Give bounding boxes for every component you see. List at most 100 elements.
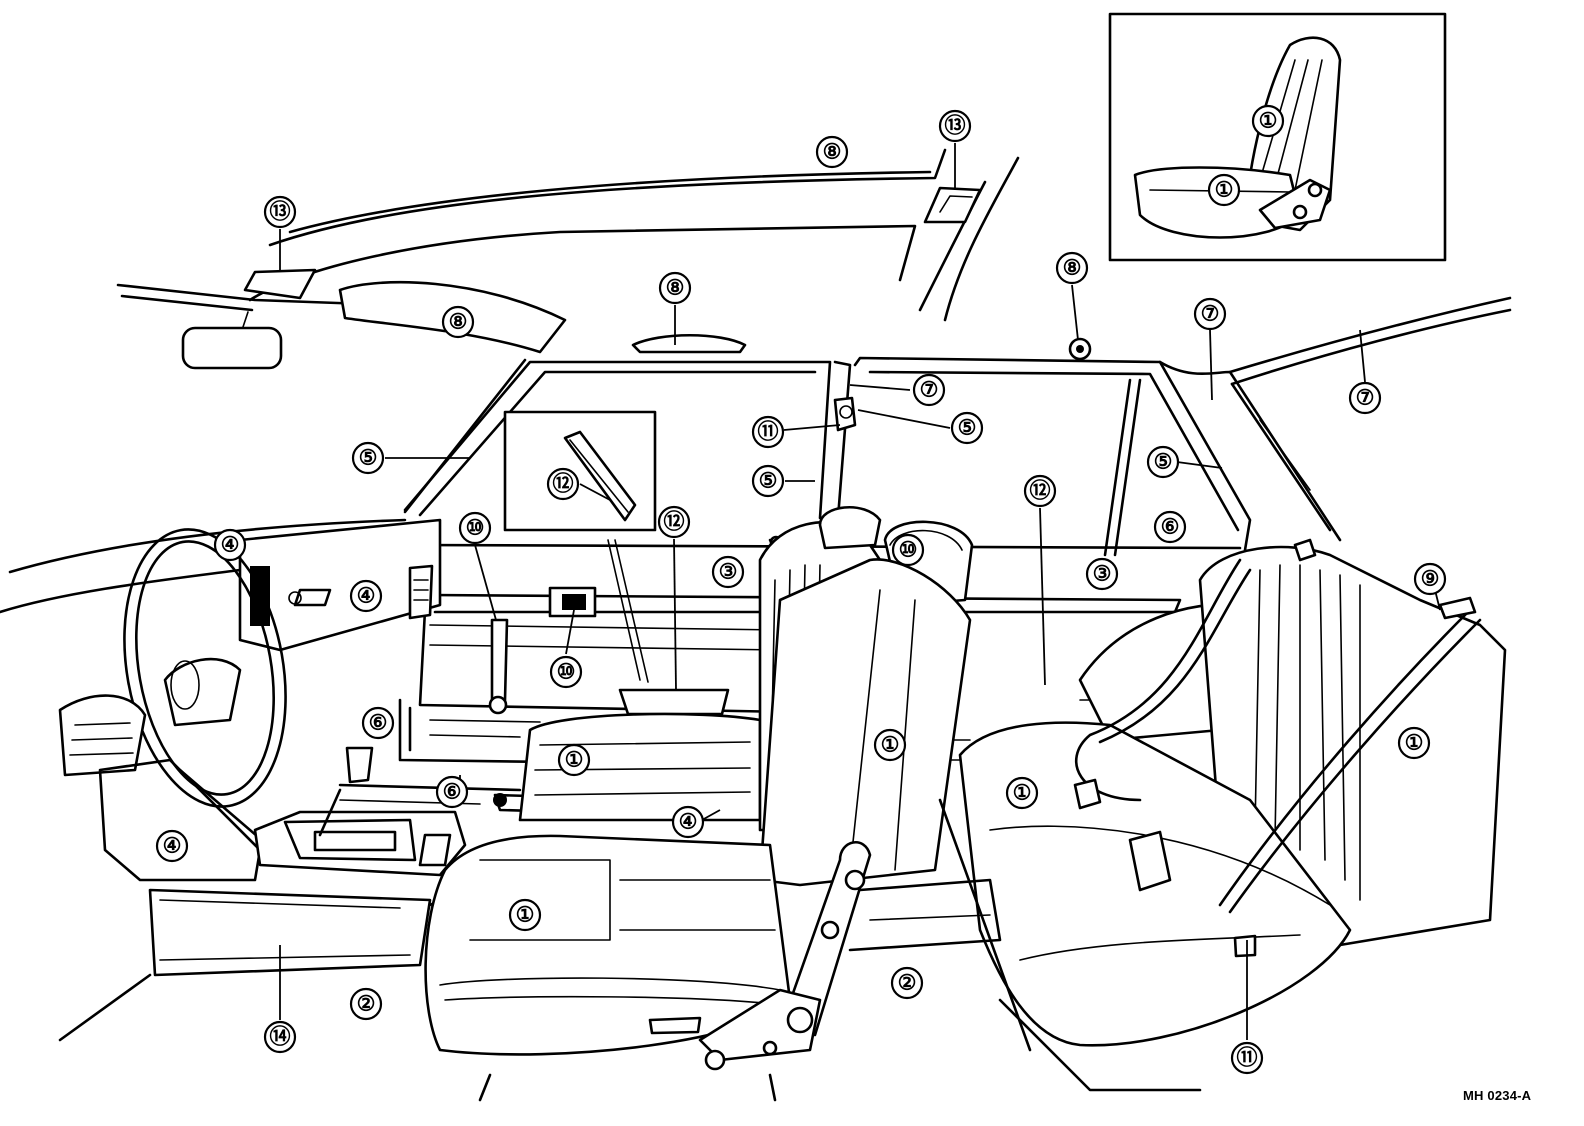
callout-7-roof-rail: ⑦: [1193, 297, 1227, 331]
svg-text:⑥: ⑥: [443, 781, 462, 804]
callout-4-instrument-panel-upper: ④: [213, 528, 247, 562]
callout-1-rear-cushion: ①: [1005, 776, 1039, 810]
front-seat-cushion-rear: [518, 712, 762, 822]
svg-text:①: ①: [516, 904, 535, 927]
room-lamp-rear: [923, 186, 982, 224]
callout-13-room-lamp-rear: ⑬: [938, 109, 972, 143]
svg-text:⑦: ⑦: [1356, 387, 1375, 410]
svg-text:②: ②: [898, 972, 917, 995]
callouts: ① ① ① ① ① ① ① ② ② ③ ③ ④ ④ ④ ④ ⑤ ⑤ ⑤ ⑤ ⑥ …: [155, 104, 1447, 1075]
sill-garnish: [58, 883, 472, 1042]
assist-grip: [631, 334, 747, 354]
svg-text:①: ①: [565, 749, 584, 772]
callout-10-window-regulator: ⑩: [458, 511, 492, 545]
callout-6-quarter-trim: ⑥: [1153, 510, 1187, 544]
callout-14-sill-garnish: ⑭: [263, 1020, 297, 1054]
coat-hook: [1068, 337, 1092, 361]
callout-2-floor-center: ②: [890, 966, 924, 1000]
front-armrest: [607, 539, 730, 716]
instrument-panel: [238, 518, 442, 652]
svg-text:⑦: ⑦: [920, 379, 939, 402]
callout-12-front-armrest: ⑫: [657, 505, 691, 539]
svg-text:①: ①: [1215, 179, 1234, 202]
svg-text:⑪: ⑪: [758, 420, 779, 444]
rear-seat-belt: [1073, 558, 1482, 958]
windshield-pillar: [0, 358, 527, 614]
callout-7-rear-pillar: ⑦: [1348, 381, 1382, 415]
callout-1-inset-cushion: ①: [1207, 173, 1241, 207]
svg-text:⑥: ⑥: [1161, 516, 1180, 539]
callout-11-belt-buckle: ⑪: [1230, 1041, 1264, 1075]
scuff-plate: [338, 783, 522, 805]
svg-text:①: ①: [1259, 110, 1278, 133]
callout-8-roof-top: ⑧: [815, 135, 849, 169]
callout-4-console: ④: [671, 805, 705, 839]
room-lamp-front: [243, 268, 317, 300]
callout-11-belt-anchor-upper: ⑪: [751, 415, 785, 449]
inside-door-handle: [548, 586, 597, 618]
svg-text:②: ②: [357, 993, 376, 1016]
callout-10-headrest: ⑩: [891, 533, 925, 567]
callout-12-armrest-inset: ⑫: [546, 467, 580, 501]
armrest-inset-box: [503, 410, 657, 532]
callout-5-center-pillar-lower: ⑤: [751, 464, 785, 498]
front-seat-cushion: [424, 834, 792, 1056]
callout-8-coat-hook: ⑧: [1055, 251, 1089, 285]
svg-text:⑤: ⑤: [759, 470, 778, 493]
rear-quarter-pillar: [1158, 360, 1342, 542]
svg-text:①: ①: [1013, 782, 1032, 805]
svg-text:⑤: ⑤: [1154, 451, 1173, 474]
figure-code: MH 0234-A: [1463, 1088, 1532, 1103]
callout-4-lower-panel: ④: [155, 829, 189, 863]
svg-text:⑧: ⑧: [823, 141, 842, 164]
callout-1-rear-back: ①: [1397, 726, 1431, 760]
svg-text:④: ④: [163, 835, 182, 858]
svg-text:⑫: ⑫: [1030, 479, 1051, 503]
callout-6-scuff-plate: ⑥: [435, 775, 469, 809]
svg-text:⑫: ⑫: [553, 472, 574, 496]
callout-7-center-pillar: ⑦: [912, 373, 946, 407]
callout-1-front-back: ①: [873, 728, 907, 762]
callout-3-rear-quarter-panel: ③: [1085, 557, 1119, 591]
steering-wheel: [123, 528, 287, 808]
svg-text:⑬: ⑬: [270, 200, 291, 224]
callout-1-inset-back: ①: [1251, 104, 1285, 138]
callout-8-sun-visor: ⑧: [441, 305, 475, 339]
svg-text:⑬: ⑬: [945, 114, 966, 138]
callout-1-front-cushion: ①: [508, 898, 542, 932]
callout-9-seat-belt-anchor: ⑨: [1413, 562, 1447, 596]
seat-detail-inset: [1108, 12, 1447, 262]
svg-text:④: ④: [221, 534, 240, 557]
svg-text:③: ③: [1093, 563, 1112, 586]
svg-text:⑧: ⑧: [449, 311, 468, 334]
svg-text:⑫: ⑫: [664, 510, 685, 534]
window-regulator-handle: [488, 618, 509, 715]
callout-1-front-cushion-rear: ①: [557, 743, 591, 777]
svg-text:①: ①: [1405, 732, 1424, 755]
callout-12-rear-armrest: ⑫: [1023, 474, 1057, 508]
svg-text:⑩: ⑩: [557, 661, 576, 684]
callout-2-floor-left: ②: [349, 987, 383, 1021]
center-pillar: [833, 360, 857, 520]
steering-column: [58, 694, 147, 777]
lower-panel: [98, 758, 287, 882]
callout-6-kick-panel: ⑥: [361, 706, 395, 740]
svg-text:⑧: ⑧: [666, 277, 685, 300]
callout-10-door-handle: ⑩: [549, 655, 583, 689]
callout-5-front-pillar: ⑤: [351, 441, 385, 475]
front-seat-back: [758, 558, 972, 1037]
front-window: [403, 360, 832, 520]
svg-text:④: ④: [679, 811, 698, 834]
svg-text:⑥: ⑥: [369, 712, 388, 735]
svg-text:⑩: ⑩: [899, 539, 918, 562]
svg-text:③: ③: [719, 561, 738, 584]
center-console: [253, 746, 467, 877]
svg-text:⑤: ⑤: [958, 417, 977, 440]
svg-text:⑭: ⑭: [270, 1025, 291, 1049]
svg-text:①: ①: [881, 734, 900, 757]
svg-text:⑨: ⑨: [1421, 568, 1440, 591]
callout-5-center-pillar-upper: ⑤: [950, 411, 984, 445]
callout-4-instrument-panel-center: ④: [349, 579, 383, 613]
